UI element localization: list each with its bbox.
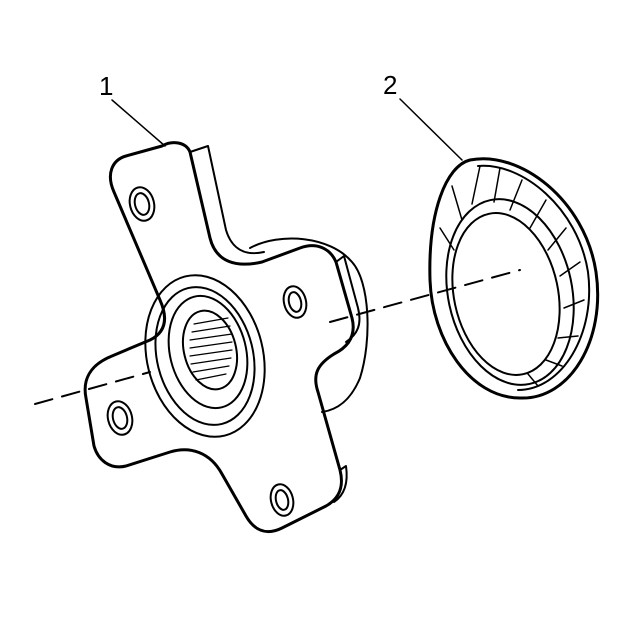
bolt-hole-left [106, 400, 134, 436]
flange-boss-outer [144, 274, 266, 438]
callout-1-label: 1 [99, 71, 114, 101]
flange-rear-hub [249, 237, 369, 413]
callout-1-leader [111, 99, 166, 147]
bolt-hole-top [128, 186, 156, 222]
bolt-hole-right [282, 285, 308, 319]
splined-bore [181, 309, 239, 391]
flange-part [83, 141, 369, 533]
deflector-inner-ring [445, 198, 575, 386]
callout-2-leader [399, 98, 463, 161]
deflector-ribs [439, 165, 585, 387]
flange-outline [83, 141, 355, 533]
bolt-hole-bottom [269, 483, 295, 517]
deflector-part [428, 157, 600, 400]
center-axis-line [34, 269, 521, 405]
callout-2-label: 2 [383, 70, 398, 100]
spline-teeth [189, 317, 233, 381]
deflector-outline [428, 157, 600, 400]
